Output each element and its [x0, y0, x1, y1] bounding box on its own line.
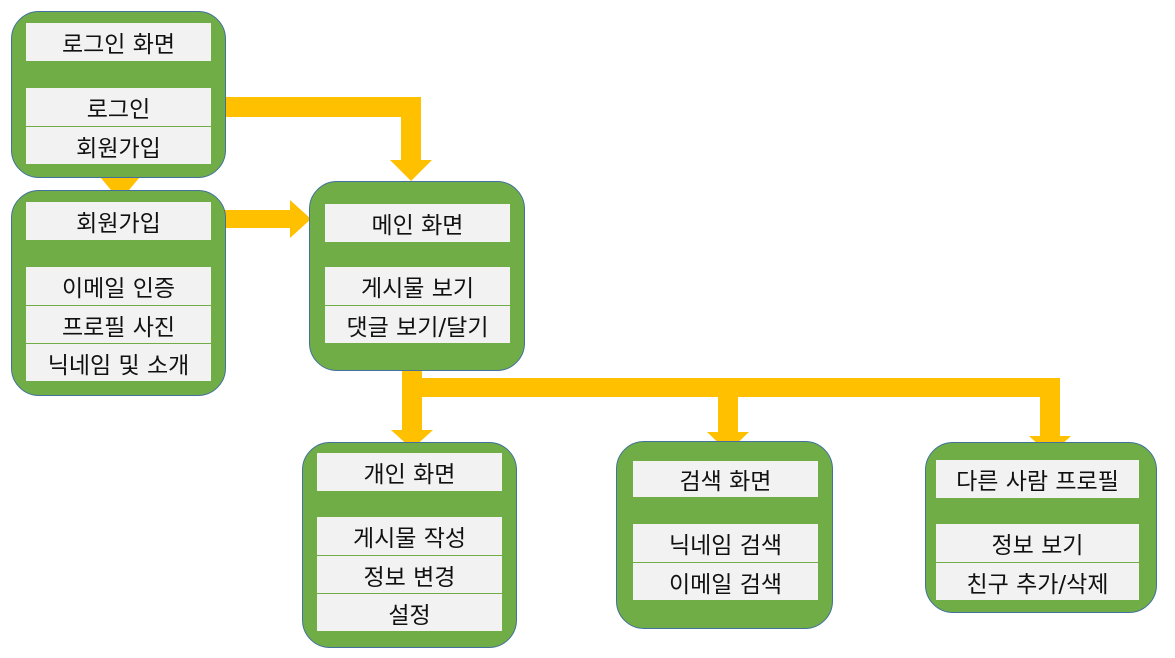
signup-screen-box: 회원가입 이메일 인증 프로필 사진 닉네임 및 소개: [11, 190, 226, 396]
login-screen-box: 로그인 화면 로그인 회원가입: [11, 11, 226, 178]
personal-item-write-post: 게시물 작성: [317, 517, 502, 555]
login-screen-title: 로그인 화면: [26, 23, 211, 61]
arrow-to-other: [1029, 378, 1071, 455]
search-screen-box: 검색 화면 닉네임 검색 이메일 검색: [616, 441, 833, 629]
personal-item-edit-info: 정보 변경: [317, 555, 502, 593]
search-item-nickname: 닉네임 검색: [633, 524, 818, 562]
arrow-login-to-main: [210, 97, 432, 181]
arrow-signup-to-main: [210, 200, 311, 238]
login-item-signup: 회원가입: [26, 126, 211, 164]
other-profile-box: 다른 사람 프로필 정보 보기 친구 추가/삭제: [925, 442, 1157, 613]
signup-item-nickname-intro: 닉네임 및 소개: [26, 343, 211, 381]
signup-item-profile-photo: 프로필 사진: [26, 305, 211, 343]
other-item-view-info: 정보 보기: [936, 524, 1139, 562]
other-item-friend: 친구 추가/삭제: [936, 562, 1139, 600]
arrow-to-search: [707, 378, 749, 452]
main-screen-box: 메인 화면 게시물 보기 댓글 보기/달기: [309, 181, 525, 371]
main-item-view-posts: 게시물 보기: [325, 267, 510, 305]
signup-item-email-verify: 이메일 인증: [26, 267, 211, 305]
signup-screen-title: 회원가입: [26, 202, 211, 240]
main-screen-title: 메인 화면: [325, 204, 510, 242]
search-item-email: 이메일 검색: [633, 562, 818, 600]
arrow-main-to-personal: [391, 371, 433, 449]
personal-screen-box: 개인 화면 게시물 작성 정보 변경 설정: [302, 442, 517, 648]
personal-item-settings: 설정: [317, 593, 502, 631]
personal-screen-title: 개인 화면: [317, 453, 502, 491]
main-item-comments: 댓글 보기/달기: [325, 305, 510, 343]
search-screen-title: 검색 화면: [633, 461, 818, 497]
login-item-login: 로그인: [26, 88, 211, 126]
arrow-login-to-signup: [101, 162, 139, 201]
other-profile-title: 다른 사람 프로필: [936, 460, 1139, 498]
